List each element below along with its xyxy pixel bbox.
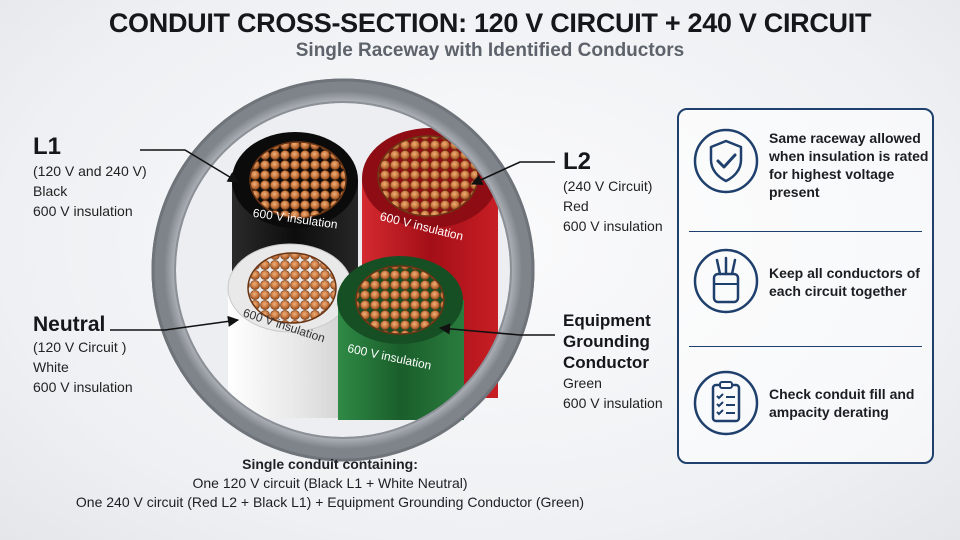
label-l1: L1 (120 V and 240 V) Black 600 V insulat… [33, 133, 147, 221]
l2-name: L2 [563, 148, 592, 175]
panel-divider [689, 231, 922, 232]
guidance-item: Keep all conductors of each circuit toge… [679, 234, 932, 344]
ground-name-3: Conductor [563, 353, 649, 372]
ground-color: Green [563, 375, 602, 391]
neutral-circuit: (120 V Circuit ) [33, 339, 127, 355]
l1-circuit: (120 V and 240 V) [33, 163, 147, 179]
conductor-neutral-white: 600 V insulation [227, 243, 353, 418]
summary-heading: Single conduit containing: [242, 456, 418, 472]
summary-line-2: One 240 V circuit (Red L2 + Black L1) + … [75, 494, 585, 510]
ground-insulation: 600 V insulation [563, 395, 663, 411]
l2-circuit: (240 V Circuit) [563, 178, 653, 194]
l1-color: Black [33, 183, 68, 199]
neutral-leader-arrow [110, 315, 240, 331]
neutral-name: Neutral [33, 313, 106, 336]
guidance-text-2: Keep all conductors of each circuit toge… [769, 265, 920, 299]
label-neutral: Neutral (120 V Circuit ) White 600 V ins… [33, 313, 133, 397]
l2-leader-arrow [470, 161, 555, 185]
guidance-text-3: Check conduit fill and ampacity derating [769, 386, 915, 420]
conductor-ground-green: 600 V insulation [337, 256, 464, 420]
l1-name: L1 [33, 133, 62, 160]
neutral-insulation: 600 V insulation [33, 379, 133, 395]
guidance-item: Check conduit fill and ampacity derating [679, 350, 932, 460]
clipboard-checklist-icon [693, 370, 759, 436]
guidance-text-1: Same raceway allowed when insulation is … [769, 130, 929, 200]
l2-insulation: 600 V insulation [563, 218, 663, 234]
panel-divider [689, 346, 922, 347]
neutral-color: White [33, 359, 69, 375]
l1-leader-arrow [140, 149, 239, 183]
label-l2: L2 (240 V Circuit) Red 600 V insulation [563, 148, 663, 236]
diagram-subtitle: Single Raceway with Identified Conductor… [295, 40, 685, 61]
l1-insulation: 600 V insulation [33, 203, 133, 219]
ground-name-1: Equipment [563, 311, 651, 330]
guidance-item: Same raceway allowed when insulation is … [679, 110, 932, 220]
summary-line-1: One 120 V circuit (Black L1 + White Neut… [192, 475, 468, 491]
ground-leader-arrow [438, 323, 555, 336]
ground-name-2: Grounding [563, 332, 650, 351]
bundled-conductors-icon [693, 248, 759, 314]
guidance-panel: Same raceway allowed when insulation is … [677, 108, 934, 464]
shield-check-icon [693, 128, 759, 194]
label-ground: Equipment Grounding Conductor Green 600 … [563, 310, 663, 413]
l2-color: Red [563, 198, 589, 214]
diagram-title: CONDUIT CROSS-SECTION: 120 V CIRCUIT + 2… [108, 8, 872, 38]
summary: Single conduit containing: One 120 V cir… [40, 455, 620, 512]
